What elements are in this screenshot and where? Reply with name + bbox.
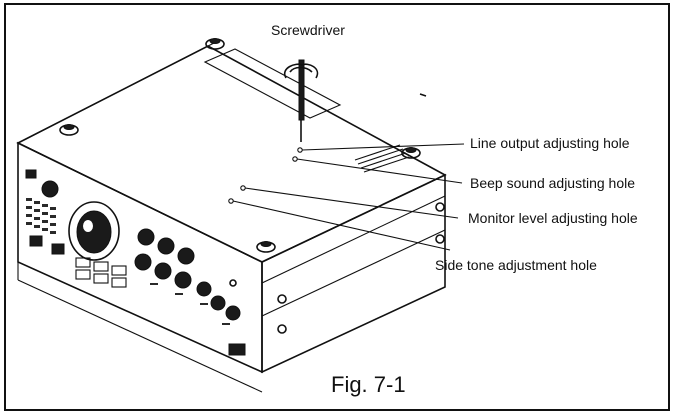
vent-slots	[354, 144, 410, 173]
side-panel	[261, 173, 446, 374]
screwdriver-icon	[283, 59, 319, 142]
label-side-tone: Side tone adjustment hole	[435, 257, 597, 273]
label-monitor-level: Monitor level adjusting hole	[468, 210, 638, 226]
figure-caption: Fig. 7-1	[331, 372, 406, 397]
leader-lines	[232, 143, 465, 251]
front-controls	[25, 169, 246, 356]
top-window	[203, 48, 342, 119]
label-beep-sound: Beep sound adjusting hole	[470, 175, 635, 191]
rubber-feet	[59, 38, 421, 253]
label-screwdriver: Screwdriver	[271, 22, 345, 38]
transceiver-illustration	[16, 38, 447, 393]
figure-border	[4, 3, 670, 411]
side-screws	[277, 202, 445, 334]
label-line-output: Line output adjusting hole	[470, 135, 630, 151]
